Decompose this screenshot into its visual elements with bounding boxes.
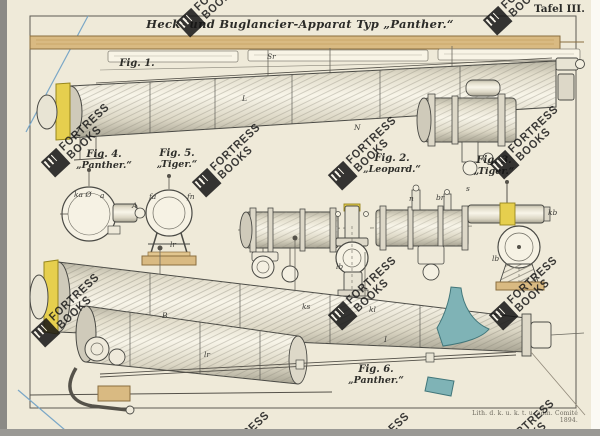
plate-frame xyxy=(29,15,577,409)
part-label-B: B xyxy=(161,311,168,320)
part-label-A: A xyxy=(131,201,138,210)
part-label-kl: kl xyxy=(369,305,377,314)
teal-bracket xyxy=(436,286,490,347)
part-label-lr: lr xyxy=(204,350,210,359)
part-label-N: N xyxy=(353,123,361,132)
part-label-ks: ks xyxy=(302,302,311,311)
part-label-fa: fa xyxy=(148,192,156,201)
part-label-br: br xyxy=(436,193,445,202)
part-label-s: s xyxy=(466,184,470,193)
yellow-highlight-fig3 xyxy=(499,202,516,226)
figure-caption: „Tiger.“ xyxy=(157,159,198,170)
part-label-fn: fn xyxy=(186,192,195,201)
fig6-torpedo-tube xyxy=(29,235,586,416)
part-label-I: I xyxy=(383,335,388,344)
figure-label: Fig. 4. xyxy=(85,149,121,160)
scan-edge-left xyxy=(0,0,7,436)
part-label-lb: lb xyxy=(336,262,343,271)
scan-edge-right xyxy=(591,0,600,436)
part-label-lr: lr xyxy=(170,240,176,249)
part-label-ka-Ø: ka Ø xyxy=(74,190,92,199)
yellow-highlight-fig1 xyxy=(55,82,71,141)
hull-line-top xyxy=(25,15,89,133)
fig3-tiger-assembly xyxy=(467,180,551,292)
part-label-a: a xyxy=(100,191,104,200)
fig5-gauge-stand xyxy=(141,174,197,266)
part-label-kb: kb xyxy=(548,208,558,217)
figure-caption: „Leopard.“ xyxy=(363,164,421,175)
figure-label: Fig. 5. xyxy=(158,148,194,159)
fig4-cross-section xyxy=(60,168,146,242)
figure-label: Fig. 6. xyxy=(357,364,393,375)
figure-label: Fig. 3. xyxy=(475,155,511,166)
rail-panels xyxy=(99,48,585,71)
part-label-n: n xyxy=(409,194,414,203)
wood-chock xyxy=(97,385,131,402)
lithographer-imprint: Lith. d. k. u. k. t. u. adm. Comité 1894… xyxy=(472,410,578,424)
figure-caption: „Panther.“ xyxy=(348,375,404,386)
fig1-torpedo-tube xyxy=(36,46,585,161)
plate-title: Heck- und Buglancier-Apparat Typ „Panthe… xyxy=(146,17,454,31)
figure-label: Fig. 2. xyxy=(373,153,409,164)
fig2-leopard-assembly xyxy=(237,184,475,298)
part-label-Sr: Sr xyxy=(267,52,276,61)
fig1-aft-cylinder xyxy=(416,79,517,176)
part-label-lb: lb xyxy=(492,254,499,263)
scan-edge-bottom xyxy=(0,429,600,436)
figure-label: Fig. 1. xyxy=(118,58,154,69)
hull-line-bottom xyxy=(17,389,73,436)
figure-caption: „Tiger.“ xyxy=(474,166,515,177)
plate-number: Tafel III. xyxy=(534,3,585,15)
figure-caption: „Panther.“ xyxy=(76,160,132,171)
part-label-L: L xyxy=(241,94,247,103)
teal-fitting xyxy=(424,376,455,397)
deck-plank xyxy=(29,35,584,50)
